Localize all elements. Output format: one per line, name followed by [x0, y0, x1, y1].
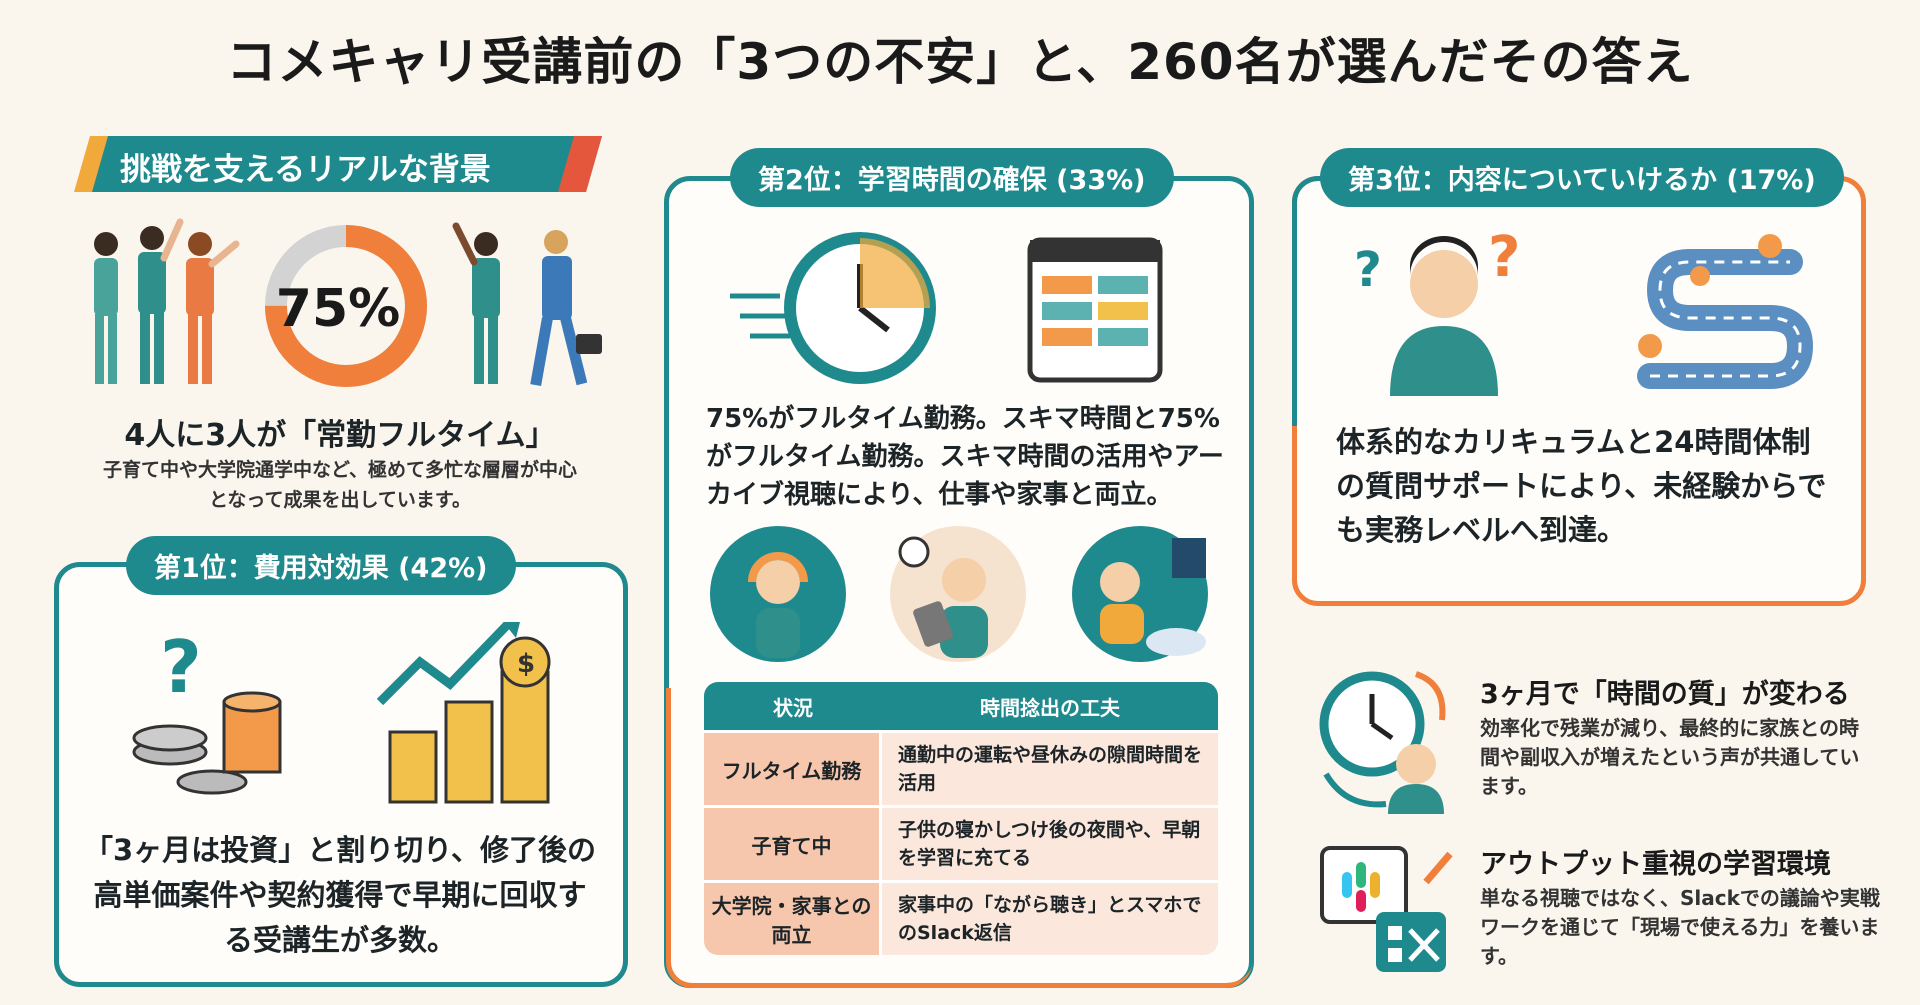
time-strategy-table: 状況 時間捻出の工夫 フルタイム勤務 通勤中の運転や昼休みの隙間時間を活用 子育…: [704, 682, 1218, 955]
point-output-heading: アウトプット重視の学習環境: [1480, 849, 1831, 880]
table-row: 子育て中 子供の寝かしつけ後の夜間や、早朝を学習に充てる: [704, 805, 1218, 880]
rank3-body: 体系的なカリキュラムと24時間体制の質問サポートにより、未経験からでも実務レベル…: [1336, 425, 1827, 547]
question-coins-icon: ?: [132, 625, 282, 795]
rank3-label: 第3位：内容についていけるか (17%): [1320, 148, 1844, 207]
headphone-commute-icon: [710, 526, 846, 662]
clock-icon: [730, 232, 936, 384]
table-header-row: 状況 時間捻出の工夫: [704, 682, 1218, 730]
point-time-quality-text: 効率化で残業が減り、最終的に家族との時間や副収入が増えたという声が共通しています…: [1480, 716, 1860, 798]
time-illustration: [730, 232, 1163, 384]
worker-figure-icon: [452, 222, 500, 384]
fulltime-heading: 4人に3人が「常勤フルタイム」: [124, 418, 556, 453]
rank2-label: 第2位：学習時間の確保 (33%): [730, 148, 1174, 207]
tablet-study-icon: [890, 526, 1026, 662]
svg-text:?: ?: [1354, 242, 1382, 298]
roadmap-icon: [1637, 234, 1814, 389]
donut-value-label: 75%: [276, 279, 400, 339]
fulltime-workers-illustration: 75%: [94, 218, 602, 387]
study-scenes-illustration: [710, 526, 1208, 662]
night-study-icon: [1072, 526, 1208, 662]
page-title: コメキャリ受講前の「3つの不安」と、260名が選んだその答え: [226, 33, 1694, 91]
svg-text:?: ?: [160, 625, 202, 709]
rank2-body: 75%がフルタイム勤務。スキマ時間と75%がフルタイム勤務。スキマ時間の活用やア…: [706, 404, 1224, 510]
fulltime-description: 子育て中や大学院通学中など、極めて多忙な層層が中心となって成果を出しています。: [102, 459, 578, 511]
table-cell-method: 家事中の「ながら聴き」とスマホでのSlack返信: [882, 880, 1218, 955]
table-cell-situation: 子育て中: [704, 805, 882, 880]
table-row: 大学院・家事との両立 家事中の「ながら聴き」とスマホでのSlack返信: [704, 880, 1218, 955]
ribbon-title: 挑戦を支えるリアルな背景: [120, 152, 491, 188]
time-quality-icon: [1319, 671, 1446, 814]
table-cell-situation: 大学院・家事との両立: [704, 880, 882, 955]
table-header-method: 時間捻出の工夫: [882, 682, 1218, 730]
fulltime-donut-chart: 75%: [265, 225, 427, 387]
worker-figure-icon: [138, 218, 184, 384]
svg-text:?: ?: [1488, 226, 1520, 290]
table-cell-method: 通勤中の運転や昼休みの隙間時間を活用: [882, 730, 1218, 805]
output-learning-icon: [1320, 846, 1453, 972]
table-cell-situation: フルタイム勤務: [704, 730, 882, 805]
growth-coins-icon: $: [376, 622, 551, 804]
learning-path-illustration: ? ?: [1354, 226, 1814, 396]
table-header-situation: 状況: [704, 682, 882, 730]
table-cell-method: 子供の寝かしつけ後の夜間や、早朝を学習に充てる: [882, 805, 1218, 880]
section-ribbon: [74, 136, 602, 192]
thinking-person-icon: ? ?: [1354, 226, 1520, 396]
worker-figure-icon: [530, 230, 602, 387]
point-output-text: 単なる視聴ではなく、Slackでの議論や実戦ワークを通じて「現場で使える力」を養…: [1480, 886, 1880, 968]
point-time-quality-heading: 3ヶ月で「時間の質」が変わる: [1480, 679, 1850, 710]
calendar-icon: [1027, 237, 1163, 383]
rank1-body: 「3ヶ月は投資」と割り切り、修了後の高単価案件や契約獲得で早期に回収する受講生が…: [83, 833, 597, 957]
slack-icon: [1342, 862, 1380, 912]
worker-figure-icon: [186, 232, 240, 384]
cost-effectiveness-illustration: ? $: [132, 622, 551, 804]
rank1-label: 第1位：費用対効果 (42%): [126, 536, 516, 595]
svg-text:$: $: [517, 649, 535, 679]
rank2-panel-accent: [666, 688, 1252, 988]
worker-figure-icon: [94, 232, 118, 384]
table-row: フルタイム勤務 通勤中の運転や昼休みの隙間時間を活用: [704, 730, 1218, 805]
